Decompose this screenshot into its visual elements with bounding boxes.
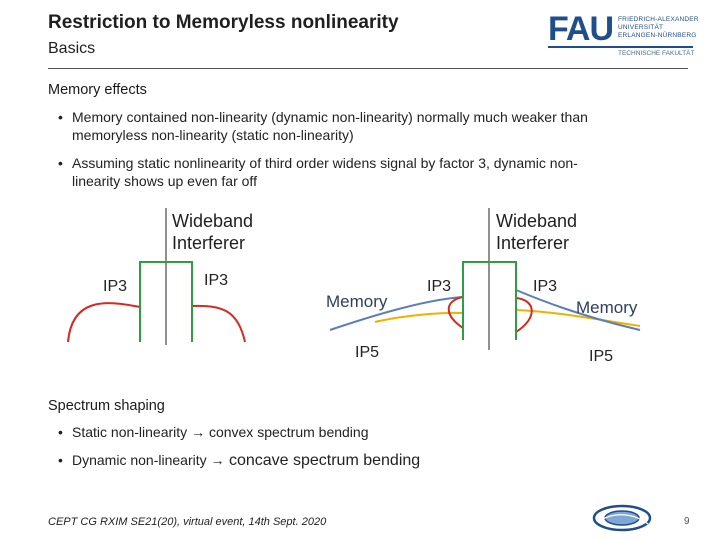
bullet-text-line: Memory contained non-linearity (dynamic … xyxy=(72,109,588,125)
right-ip3-right-label: IP3 xyxy=(533,278,558,295)
left-interferer-label-line1: Wideband xyxy=(172,211,254,231)
footer-text: CEPT CG RXIM SE21(20), virtual event, 14… xyxy=(48,516,327,528)
right-memory-left-label: Memory xyxy=(326,292,388,311)
fau-logo-line3: ERLANGEN-NÜRNBERG xyxy=(618,32,697,39)
bullet-text: Static non-linearity → convex spectrum b… xyxy=(72,423,369,441)
left-ip3-left-curve xyxy=(67,302,141,343)
left-ip3-left-label: IP3 xyxy=(103,278,128,295)
bullet-item: • Dynamic non-linearity → concave spectr… xyxy=(58,451,658,473)
right-ip3-right-curve xyxy=(515,297,533,333)
left-interferer-label-line2: Interferer xyxy=(172,233,246,253)
page-subtitle: Basics xyxy=(48,40,96,57)
fau-logo-line2: UNIVERSITÄT xyxy=(618,24,664,31)
right-memory-right-label: Memory xyxy=(576,298,638,317)
left-ip3-right-label: IP3 xyxy=(204,272,229,289)
bullet-dot: • xyxy=(58,155,63,171)
page-number: 9 xyxy=(684,516,690,527)
right-ip5-left-curve xyxy=(374,311,464,323)
spectrum-shaping-heading: Spectrum shaping xyxy=(48,398,165,414)
bullet-text: Dynamic non-linearity → concave spectrum… xyxy=(72,451,420,470)
fau-logo-line1: FRIEDRICH-ALEXANDER xyxy=(618,16,699,23)
left-interferer-box xyxy=(139,261,193,342)
right-memory-right-curve xyxy=(515,289,641,331)
bullet-text-line: memoryless non-linearity (static non-lin… xyxy=(72,127,354,143)
left-interferer-label: Wideband Interferer xyxy=(172,210,253,254)
memory-effects-heading: Memory effects xyxy=(48,82,147,98)
left-ip3-right-curve xyxy=(191,304,246,343)
fau-logo-letters: FAU xyxy=(548,10,614,48)
bullet-item: • Memory contained non-linearity (dynami… xyxy=(58,108,678,144)
bullet-dot: • xyxy=(58,452,63,468)
bullet-text-line: linearity shows up even far off xyxy=(72,173,257,189)
bullet-item: • Assuming static nonlinearity of third … xyxy=(58,154,678,190)
right-ip3-left-label: IP3 xyxy=(427,278,452,295)
right-interferer-label-line2: Interferer xyxy=(496,233,570,253)
fau-logo-faculty: TECHNISCHE FAKULTÄT xyxy=(618,50,695,57)
arrow-icon: → xyxy=(191,424,206,440)
page-title: Restriction to Memoryless nonlinearity xyxy=(48,12,399,33)
header-divider xyxy=(48,68,688,69)
right-interferer-label: Wideband Interferer xyxy=(496,210,577,254)
right-ip5-left-label: IP5 xyxy=(355,344,380,361)
right-ip5-right-label: IP5 xyxy=(589,348,614,365)
right-ip5-right-curve xyxy=(515,309,641,327)
right-memory-left-curve xyxy=(329,296,464,331)
bullet-suffix: convex spectrum bending xyxy=(205,424,369,440)
bullet-prefix: Dynamic non-linearity xyxy=(72,452,211,468)
bullet-suffix: concave spectrum bending xyxy=(224,452,421,469)
bullet-dot: • xyxy=(58,424,63,440)
bullet-item: • Static non-linearity → convex spectrum… xyxy=(58,423,658,443)
bullet-prefix: Static non-linearity xyxy=(72,424,192,440)
right-ip3-left-curve xyxy=(447,296,464,329)
arrow-icon: → xyxy=(210,452,225,468)
bullet-text-line: Assuming static nonlinearity of third or… xyxy=(72,155,578,171)
right-interferer-label-line1: Wideband xyxy=(496,211,578,231)
fau-logo-underline xyxy=(548,46,693,48)
fau-logo: FAU FRIEDRICH-ALEXANDER UNIVERSITÄT ERLA… xyxy=(548,10,699,58)
right-interferer-box xyxy=(462,261,517,340)
bullet-dot: • xyxy=(58,109,63,125)
